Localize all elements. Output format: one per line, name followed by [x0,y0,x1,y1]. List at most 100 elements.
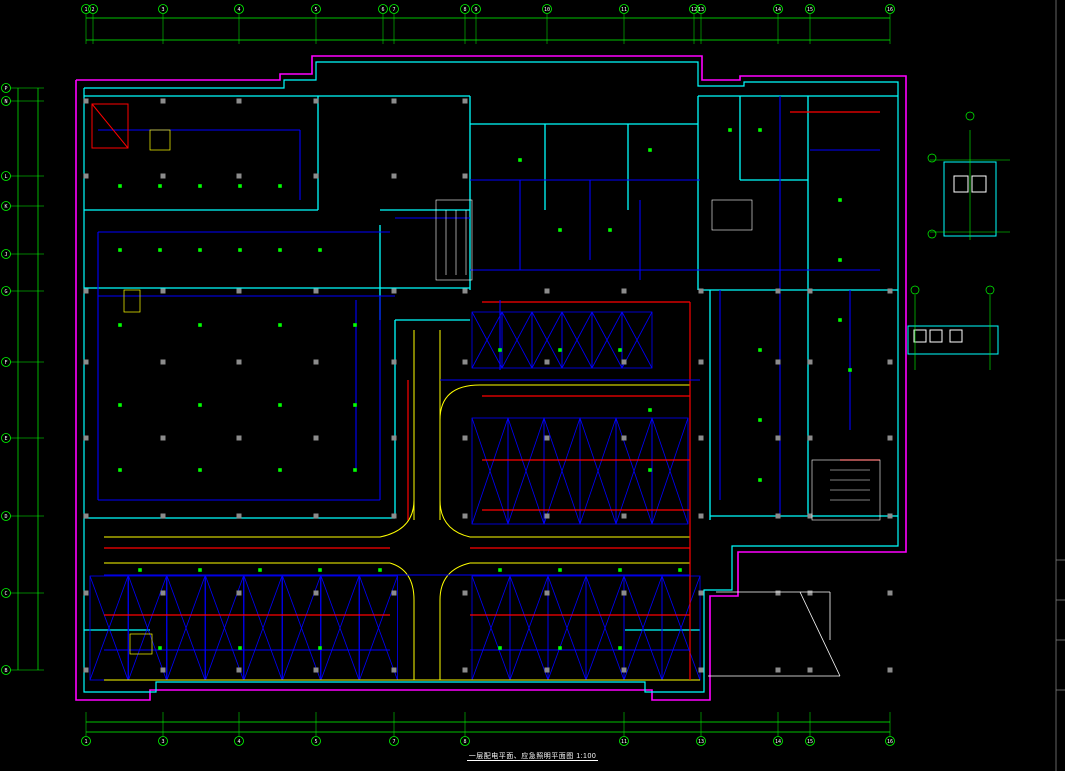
grid-column-bubble [81,4,91,14]
grid-column-label: 14 [775,739,781,745]
light-fixture [198,568,202,572]
column [544,435,550,441]
grid-column-label: 4 [237,739,240,745]
light-fixture [198,403,202,407]
column [462,98,468,104]
left-dimension-lines [17,88,39,670]
parking-bay [615,417,653,525]
grid-row-label: C [4,591,7,597]
light-fixture [118,468,122,472]
column [775,667,781,673]
column [775,590,781,596]
parking-bay [471,575,511,681]
grid-column-label: 9 [474,7,477,13]
grid-column-bubble [311,736,321,746]
grid-column-label: 15 [807,739,813,745]
parking-bay [166,575,206,681]
column [807,435,813,441]
grid-column-bubble [471,4,481,14]
light-fixture [158,646,162,650]
grid-column-label: 7 [392,7,395,13]
light-fixture [198,248,202,252]
parking-bay [561,311,593,369]
grid-column-bubble [234,736,244,746]
light-fixture [618,568,622,572]
column [462,513,468,519]
ramp [708,591,841,677]
bottom-dimension-lines [86,721,890,733]
light-fixture [198,184,202,188]
grid-column-label: 14 [775,7,781,13]
detail-plan-lower [907,295,999,370]
grid-row-label: B [4,668,7,674]
parking-bay [243,575,283,681]
column [83,98,89,104]
column [83,435,89,441]
column [313,288,319,294]
column [313,173,319,179]
grid-column-bubble [885,736,895,746]
light-fixture [118,403,122,407]
top-dimension-lines [86,17,890,41]
column [462,435,468,441]
grid-row-label: G [4,289,7,295]
column [807,513,813,519]
column [313,667,319,673]
light-fixture [518,158,522,162]
column [887,590,893,596]
column [83,288,89,294]
light-fixture [258,568,262,572]
grid-row-label: D [4,514,7,520]
grid-column-bubble [805,736,815,746]
light-fixture [353,403,357,407]
light-fixture [558,228,562,232]
grid-column-bubble [460,4,470,14]
light-fixture [278,184,282,188]
column [83,513,89,519]
grid-row-label: K [4,204,7,210]
light-fixture [238,184,242,188]
column [313,590,319,596]
column [391,667,397,673]
column [236,435,242,441]
light-fixture [838,258,842,262]
grid-column-label: 5 [314,7,317,13]
parking-bay [579,417,617,525]
grid-column-label: 13 [698,7,704,13]
column [698,288,704,294]
column [462,173,468,179]
column [698,513,704,519]
light-fixture [758,128,762,132]
light-fixture [278,248,282,252]
grid-column-label: 11 [621,739,627,745]
parking-bay [591,311,623,369]
structural-columns [83,98,893,673]
light-fixture [618,646,622,650]
parking-bay [623,575,663,681]
light-fixture [118,248,122,252]
column [391,435,397,441]
outer-wall [75,55,907,701]
stair-left [123,129,171,655]
ceiling-fixtures [118,128,852,650]
column [544,667,550,673]
light-fixture [618,348,622,352]
column [313,98,319,104]
light-fixture [838,198,842,202]
light-fixture [558,568,562,572]
grid-column-label: 5 [314,739,317,745]
light-fixture [158,184,162,188]
light-fixture [848,368,852,372]
column [807,359,813,365]
grid-column-label: 16 [887,739,893,745]
grid-row-label: N [4,99,7,105]
column [236,667,242,673]
column [83,359,89,365]
column [236,98,242,104]
grid-row-label: L [4,174,7,180]
parking-bay [89,575,129,681]
grid-row-label: F [4,360,7,366]
column [83,173,89,179]
light-fixture [648,408,652,412]
